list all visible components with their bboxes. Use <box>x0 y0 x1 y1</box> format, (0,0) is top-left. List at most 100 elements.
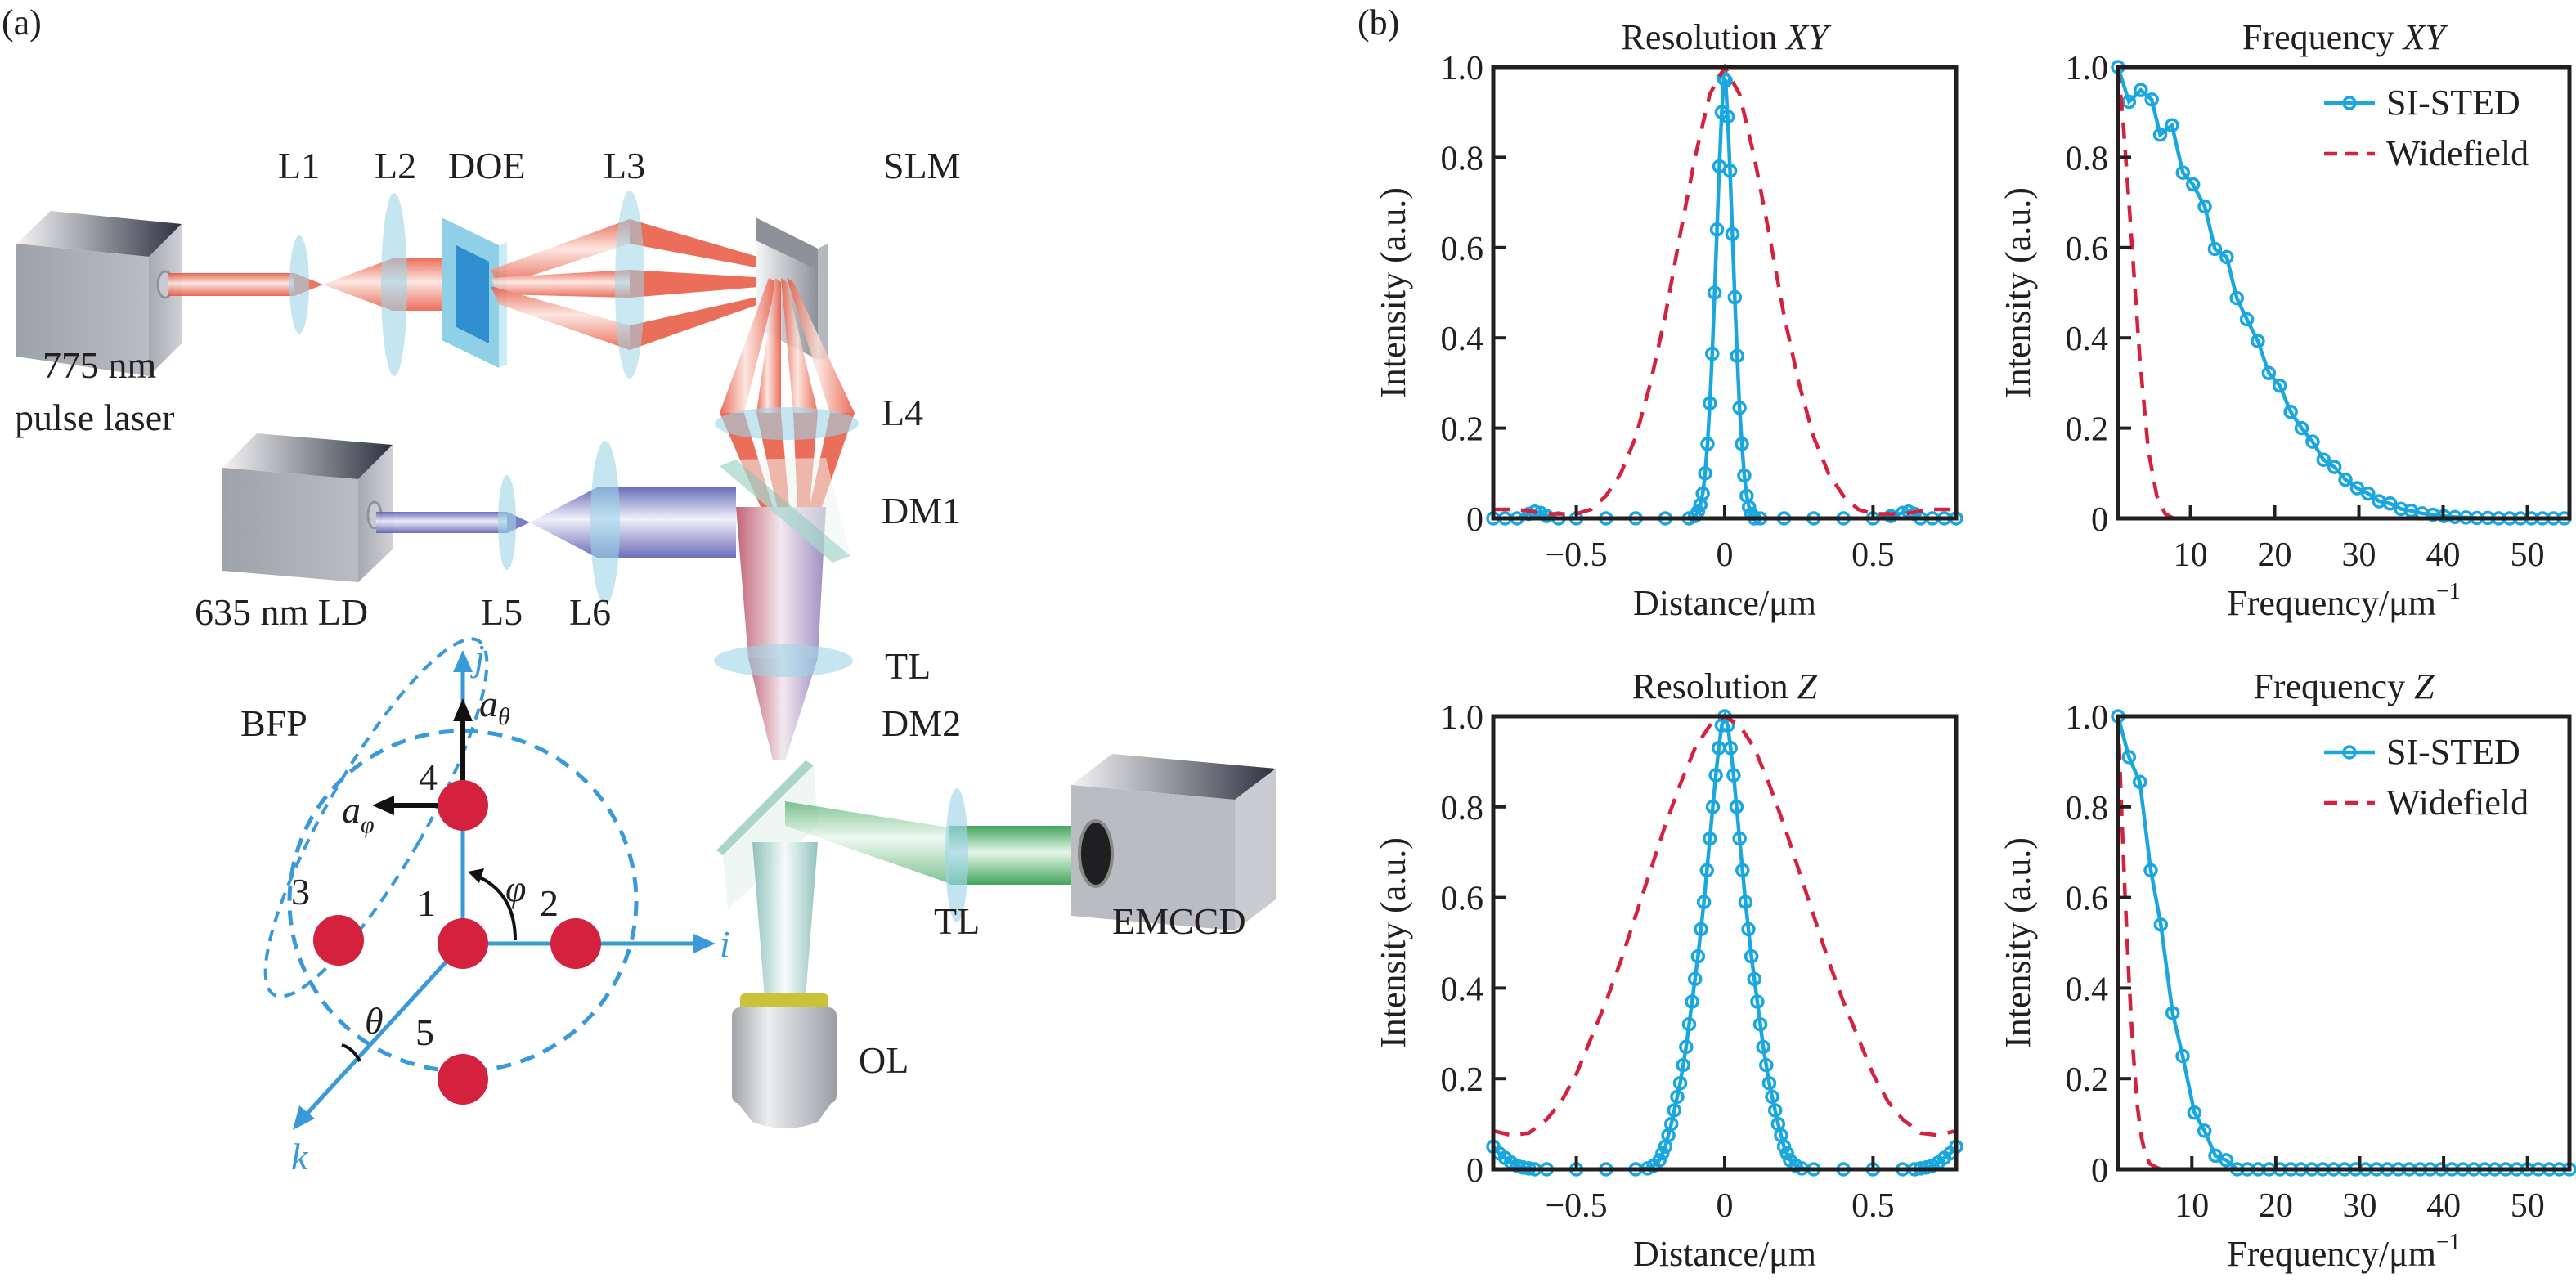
data-point <box>1744 948 1759 964</box>
bfp-circle <box>287 729 639 1074</box>
bfp-axis-j-arrow <box>453 650 473 672</box>
y-tick-label: 0.4 <box>1441 321 1484 358</box>
legend-label-si-sted: SI-STED <box>2386 732 2520 772</box>
label-DM2: DM2 <box>882 702 961 744</box>
data-point <box>1761 1075 1777 1091</box>
plot-frame <box>2116 714 2572 1172</box>
data-point <box>1723 741 1739 756</box>
data-point <box>2153 917 2169 932</box>
data-point <box>1663 1116 1679 1132</box>
plot-frame <box>1491 65 1959 521</box>
y-axis-label: Intensity (a.u.) <box>1373 837 1413 1048</box>
bfp-tilted-ellipse <box>263 637 489 998</box>
x-axis-label: Frequency/μm−1 <box>2227 579 2461 623</box>
label-L2: L2 <box>375 145 416 186</box>
data-point <box>2294 420 2309 436</box>
label-L1: L1 <box>278 145 320 186</box>
label-L3: L3 <box>604 145 645 186</box>
y-tick-label: 0.6 <box>1441 231 1484 268</box>
label-BFP: BFP <box>240 702 307 744</box>
bfp-spot-4 <box>438 780 488 831</box>
bfp-axis-i-arrow <box>693 934 716 953</box>
data-point <box>2187 1105 2202 1120</box>
y-tick-label: 0.4 <box>2066 971 2109 1008</box>
x-tick-label: 40 <box>2426 1187 2461 1225</box>
data-point <box>1752 1016 1768 1032</box>
lens-L2 <box>381 193 407 376</box>
data-point <box>2185 177 2201 192</box>
data-point <box>2349 481 2365 496</box>
lens-L3 <box>615 191 644 379</box>
label-DOE: DOE <box>448 145 526 186</box>
chart-title-italic: Z <box>2414 666 2435 706</box>
data-point <box>1729 800 1744 814</box>
x-tick-label: −0.5 <box>1545 1187 1607 1225</box>
x-tick-label: 40 <box>2426 536 2461 574</box>
data-point <box>2327 460 2342 474</box>
lens-L1 <box>289 235 309 334</box>
label-775nm: 775 nm <box>43 344 157 386</box>
y-tick-label: 1.0 <box>2066 699 2109 737</box>
bfp-spot-3 <box>313 915 364 966</box>
y-tick-label: 0.2 <box>2066 411 2109 449</box>
legend-marker <box>2342 745 2357 760</box>
x-tick-label: 50 <box>2511 536 2545 574</box>
y-axis-label: Intensity (a.u.) <box>1998 187 2038 398</box>
x-tick-label: 10 <box>2174 536 2208 574</box>
data-point <box>1756 1039 1770 1055</box>
data-point <box>1779 1146 1794 1161</box>
data-point <box>1698 466 1712 481</box>
data-point <box>1705 346 1720 361</box>
bfp-schematic <box>263 637 716 1130</box>
data-point <box>1735 437 1749 451</box>
lens-TL-upper <box>714 644 853 677</box>
y-tick-label: 0.8 <box>2066 790 2109 827</box>
data-point <box>1655 1146 1670 1161</box>
series-line-widefield <box>1492 714 1957 1137</box>
y-tick-label: 0.8 <box>2066 140 2109 177</box>
chart-title: Frequency Z <box>2253 666 2435 706</box>
data-point <box>1707 285 1722 300</box>
x-tick-label: 20 <box>2259 1187 2293 1225</box>
objective-lens-OL <box>732 993 837 1128</box>
data-point <box>2175 1048 2190 1064</box>
bfp-axis-k-arrow <box>293 1105 315 1130</box>
label-L5: L5 <box>481 591 523 633</box>
legend-marker <box>2342 96 2357 110</box>
data-point <box>2219 1153 2234 1168</box>
x-tick-label: 10 <box>2174 1187 2209 1225</box>
phi-arc-arrowhead <box>468 868 484 883</box>
bfp-axis-j-label: j <box>470 637 485 679</box>
y-tick-label: 0.8 <box>1441 790 1484 827</box>
emccd-camera <box>1071 754 1276 930</box>
label-635nm-LD: 635 nm LD <box>195 591 368 633</box>
data-point <box>1725 226 1740 241</box>
data-point <box>2261 365 2277 381</box>
x-axis-label-text: Distance/μm <box>1633 583 1816 623</box>
data-point <box>1722 164 1738 178</box>
data-point <box>1738 895 1753 909</box>
data-point <box>1685 994 1699 1009</box>
x-tick-label: 0.5 <box>1851 1187 1895 1225</box>
legend-label-si-sted: SI-STED <box>2386 83 2520 123</box>
data-point <box>1699 863 1714 878</box>
data-point <box>2152 128 2168 142</box>
data-point <box>1676 1057 1690 1073</box>
lens-L5 <box>498 475 516 570</box>
data-point <box>1718 73 1733 88</box>
x-axis-label-sup: −1 <box>2436 1230 2461 1255</box>
data-point <box>2305 434 2320 449</box>
phi-label: φ <box>505 868 526 909</box>
label-L4: L4 <box>882 392 923 433</box>
y-tick-label: 0 <box>1466 1152 1483 1190</box>
x-axis-label-text: Frequency/μm <box>2227 583 2436 623</box>
dichroic-mirror-DM1 <box>720 458 850 563</box>
bfp-spot-label-1: 1 <box>417 882 436 924</box>
data-point <box>2121 94 2137 110</box>
y-tick-label: 0.8 <box>1441 140 1484 177</box>
a-theta-sub: θ <box>498 703 510 730</box>
data-point <box>1705 800 1721 814</box>
